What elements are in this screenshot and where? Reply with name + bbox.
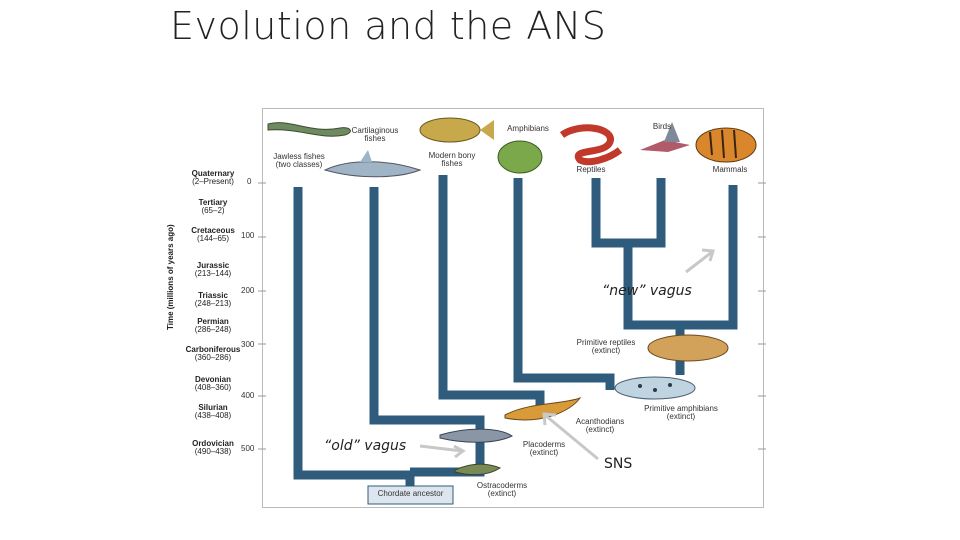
- label-mammals: Mammals: [700, 166, 760, 174]
- label-reptiles: Reptiles: [566, 166, 616, 174]
- annotation-sns: SNS: [604, 456, 632, 472]
- new-vagus-arrow: [686, 252, 712, 272]
- primitive-amphibian-illustration: [615, 377, 695, 399]
- tiger-illustration: [696, 128, 756, 162]
- annotation-old-vagus: “old” vagus: [324, 438, 406, 454]
- label-primitive-amphibians: Primitive amphibians (extinct): [636, 405, 726, 422]
- label-modern-bony-fishes: Modern bony fishes: [422, 152, 482, 169]
- label-birds: Birds: [642, 123, 682, 131]
- label-cartilaginous-fishes: Cartilaginous fishes: [350, 127, 400, 144]
- annotation-new-vagus: “new” vagus: [602, 283, 692, 299]
- frog-illustration: [498, 141, 542, 173]
- ostracoderm-illustration: [455, 464, 500, 475]
- snake-illustration: [562, 128, 620, 162]
- lamprey-illustration: [268, 123, 350, 137]
- branch-mammals: [628, 185, 733, 325]
- label-amphibians: Amphibians: [498, 125, 558, 133]
- placoderm-illustration: [440, 429, 512, 442]
- label-primitive-reptiles: Primitive reptiles (extinct): [568, 339, 644, 356]
- label-jawless-fishes: Jawless fishes (two classes): [270, 153, 328, 170]
- label-acanthodians: Acanthodians (extinct): [565, 418, 635, 435]
- label-placoderms: Placoderms (extinct): [516, 441, 572, 458]
- branch-reptiles-birds: [596, 178, 661, 243]
- bony-fish-illustration: [420, 118, 494, 142]
- primitive-reptile-illustration: [648, 335, 728, 361]
- shark-illustration: [325, 150, 420, 177]
- label-chordate-ancestor: Chordate ancestor: [368, 490, 453, 498]
- label-ostracoderms: Ostracoderms (extinct): [470, 482, 534, 499]
